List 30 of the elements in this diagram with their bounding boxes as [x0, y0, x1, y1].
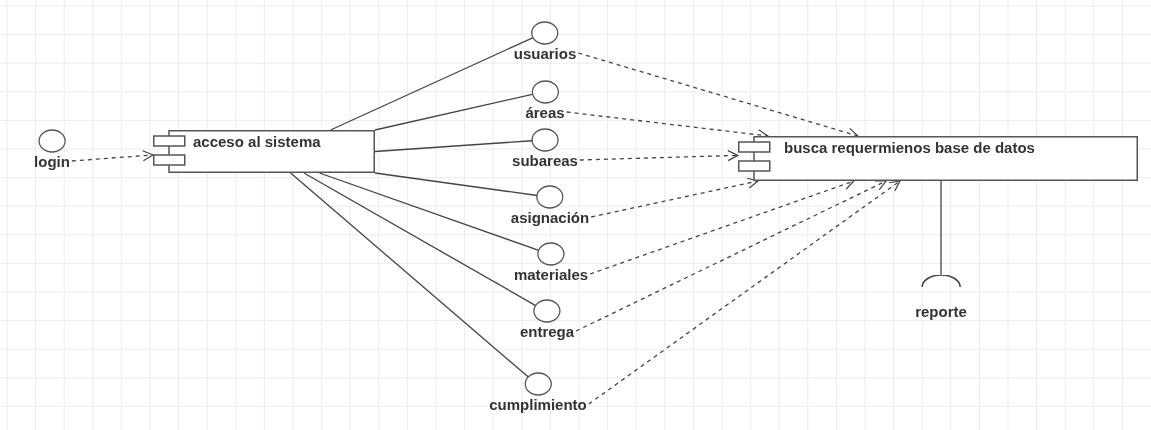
arrow — [575, 180, 887, 332]
arrow — [589, 179, 855, 275]
connector-line — [303, 172, 537, 307]
interface-label: reporte — [915, 303, 967, 321]
arrow — [588, 180, 901, 405]
interface-label: entrega — [519, 323, 575, 341]
arrow — [590, 177, 759, 218]
interface-label: materiales — [513, 266, 589, 284]
interface-label: login — [34, 153, 70, 171]
interface-label: usuarios — [513, 45, 577, 63]
connector-line — [374, 93, 533, 131]
interface-label: cumplimiento — [489, 396, 587, 414]
interface-label: asignación — [510, 209, 590, 227]
connector-line — [374, 140, 533, 153]
interface-node — [34, 129, 70, 171]
interface-node — [519, 299, 575, 341]
arrow — [579, 150, 739, 162]
connector-line — [374, 172, 538, 197]
interface-label: áreas — [525, 104, 565, 122]
connector-line — [318, 172, 540, 251]
component-label: busca requermienos base de datos — [784, 139, 1035, 157]
connector-line — [290, 172, 529, 378]
component-label: acceso al sistema — [193, 133, 321, 151]
interface-label: subareas — [512, 152, 578, 170]
interface-node — [510, 185, 590, 227]
interface-node — [489, 372, 587, 414]
arrow — [71, 150, 154, 162]
required-interface — [915, 275, 967, 321]
connector-line — [329, 36, 534, 131]
connector-line — [940, 180, 942, 276]
